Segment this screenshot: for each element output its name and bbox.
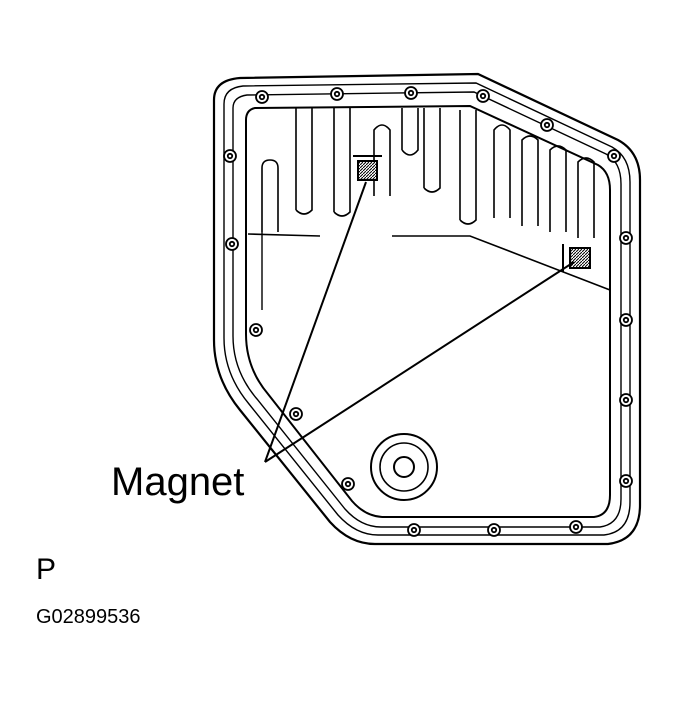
pan-gasket-line-1 (223, 82, 631, 536)
magnet-right (569, 247, 591, 269)
pan-flange-outer (212, 72, 642, 546)
figure-code: G02899536 (36, 606, 141, 628)
view-letter: P (36, 553, 57, 586)
pan-inner-wall (245, 104, 611, 518)
magnet-left (357, 160, 378, 181)
pan-floor-step (247, 233, 611, 291)
leader-line-right (264, 261, 575, 463)
magnet-label: Magnet (111, 460, 245, 504)
pan-gasket-line-2 (232, 91, 622, 528)
leader-line-left (264, 181, 367, 463)
drain-plug (370, 433, 438, 501)
pan-ribs (261, 108, 595, 238)
flange-bolt-holes (223, 86, 633, 537)
